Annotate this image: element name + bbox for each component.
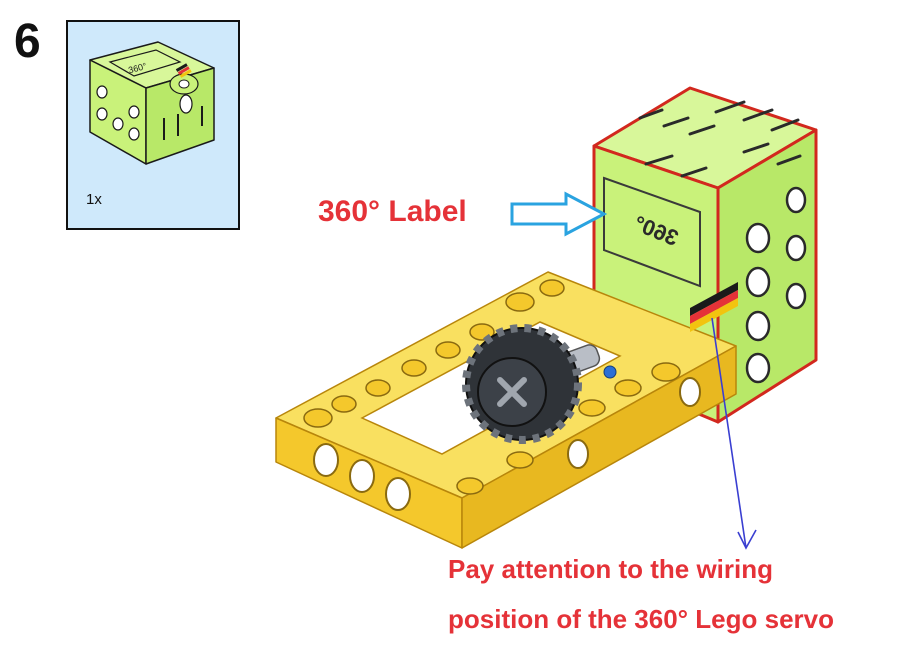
wiring-note-line-1: Pay attention to the wiring	[448, 554, 774, 584]
part-count: 1x	[86, 191, 102, 208]
callout-360-label: 360° Label	[318, 195, 467, 228]
servo-part-illustration: 360°	[89, 41, 215, 165]
gear-illustration	[462, 324, 582, 444]
parts-list-box: 360° 1x	[66, 20, 240, 230]
wire-connector-flag	[690, 282, 738, 332]
wire-position-arrow	[711, 317, 757, 550]
wiring-note: Pay attention to the wiring position of …	[448, 544, 834, 644]
part-servo-marking: 360°	[127, 61, 148, 76]
wiring-note-line-2: position of the 360° Lego servo	[448, 604, 835, 634]
label-arrow	[510, 191, 608, 237]
step-number: 6	[14, 15, 41, 68]
